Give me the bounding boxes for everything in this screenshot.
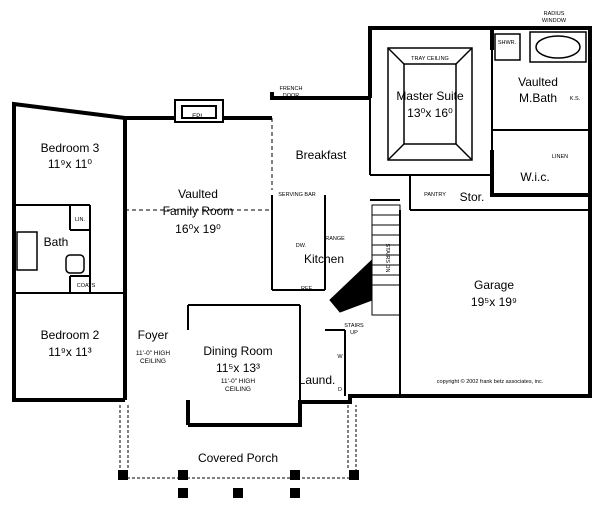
french-door-label-2: DOOR bbox=[283, 93, 300, 99]
stairs-up-label-1: STAIRS bbox=[344, 323, 364, 329]
bedroom2-dims: 11⁹x 11³ bbox=[48, 345, 91, 359]
tray-ceiling-label: TRAY CEILING bbox=[411, 56, 449, 62]
bath-fixtures bbox=[16, 231, 85, 274]
dining-name: Dining Room bbox=[203, 344, 272, 358]
foyer-note1: 11'-0" HIGH bbox=[136, 350, 170, 357]
lin-label: LIN. bbox=[75, 217, 86, 223]
mbath-name2: M.Bath bbox=[519, 91, 557, 105]
wic-name: W.i.c. bbox=[520, 170, 549, 184]
serving-bar-label: SERVING BAR bbox=[278, 192, 316, 198]
ref-label: REF. bbox=[301, 286, 313, 292]
mbath-name: Vaulted bbox=[518, 75, 558, 89]
fpl-label: FPL. bbox=[192, 113, 206, 120]
dining-note2: CEILING bbox=[225, 386, 251, 393]
garage-dims: 19⁵x 19⁹ bbox=[471, 295, 517, 309]
copyright-text: copyright © 2002 frank betz associates, … bbox=[437, 378, 544, 385]
pantry-label: PANTRY bbox=[424, 192, 446, 198]
family-dims: 16⁰x 19⁰ bbox=[175, 222, 221, 236]
stor-name: Stor. bbox=[460, 190, 485, 204]
dining-note1: 11'-0" HIGH bbox=[221, 378, 255, 385]
bedroom2-name: Bedroom 2 bbox=[41, 328, 100, 342]
interior-walls bbox=[14, 50, 590, 402]
bedroom3-name: Bedroom 3 bbox=[41, 141, 100, 155]
bath-name: Bath bbox=[44, 235, 69, 249]
porch-columns bbox=[118, 470, 359, 498]
dryer-label: D bbox=[338, 387, 342, 393]
stairs-dn-label: STAIRS DN bbox=[384, 244, 390, 273]
family-name2: Family Room bbox=[163, 204, 234, 218]
shower bbox=[494, 33, 521, 61]
radius-window-label-2: WINDOW bbox=[542, 18, 567, 24]
kitchen-name: Kitchen bbox=[304, 252, 344, 266]
dashed-boundaries bbox=[125, 118, 273, 211]
radius-window-label-1: RADIUS bbox=[544, 11, 565, 17]
stairs-up-label-2: UP bbox=[350, 330, 358, 336]
linen-label: LINEN bbox=[552, 154, 568, 160]
master-dims: 13⁰x 16⁰ bbox=[407, 106, 453, 120]
shower-label: SHWR. bbox=[498, 40, 517, 46]
porch-name: Covered Porch bbox=[198, 451, 278, 465]
ks-label: K.S. bbox=[570, 96, 581, 102]
french-door-label-1: FRENCH bbox=[280, 86, 303, 92]
fireplace bbox=[174, 99, 224, 123]
family-name: Vaulted bbox=[178, 187, 218, 201]
bedroom3-dims: 11⁹x 11⁰ bbox=[48, 157, 92, 171]
foyer-name: Foyer bbox=[138, 328, 169, 342]
coats-label: COATS bbox=[77, 283, 96, 289]
dw-label: DW. bbox=[296, 243, 307, 249]
porch-outline bbox=[119, 405, 357, 479]
dining-dims: 11⁵x 13³ bbox=[216, 361, 260, 375]
master-tub bbox=[529, 31, 587, 63]
master-name: Master Suite bbox=[396, 89, 464, 103]
range-label: RANGE bbox=[325, 236, 345, 242]
laund-name: Laund. bbox=[299, 373, 336, 387]
washer-label: W bbox=[337, 354, 343, 360]
staircase bbox=[329, 204, 401, 316]
garage-name: Garage bbox=[474, 278, 514, 292]
breakfast-name: Breakfast bbox=[296, 148, 347, 162]
tray-ceiling bbox=[387, 47, 473, 161]
foyer-note2: CEILING bbox=[140, 358, 166, 365]
